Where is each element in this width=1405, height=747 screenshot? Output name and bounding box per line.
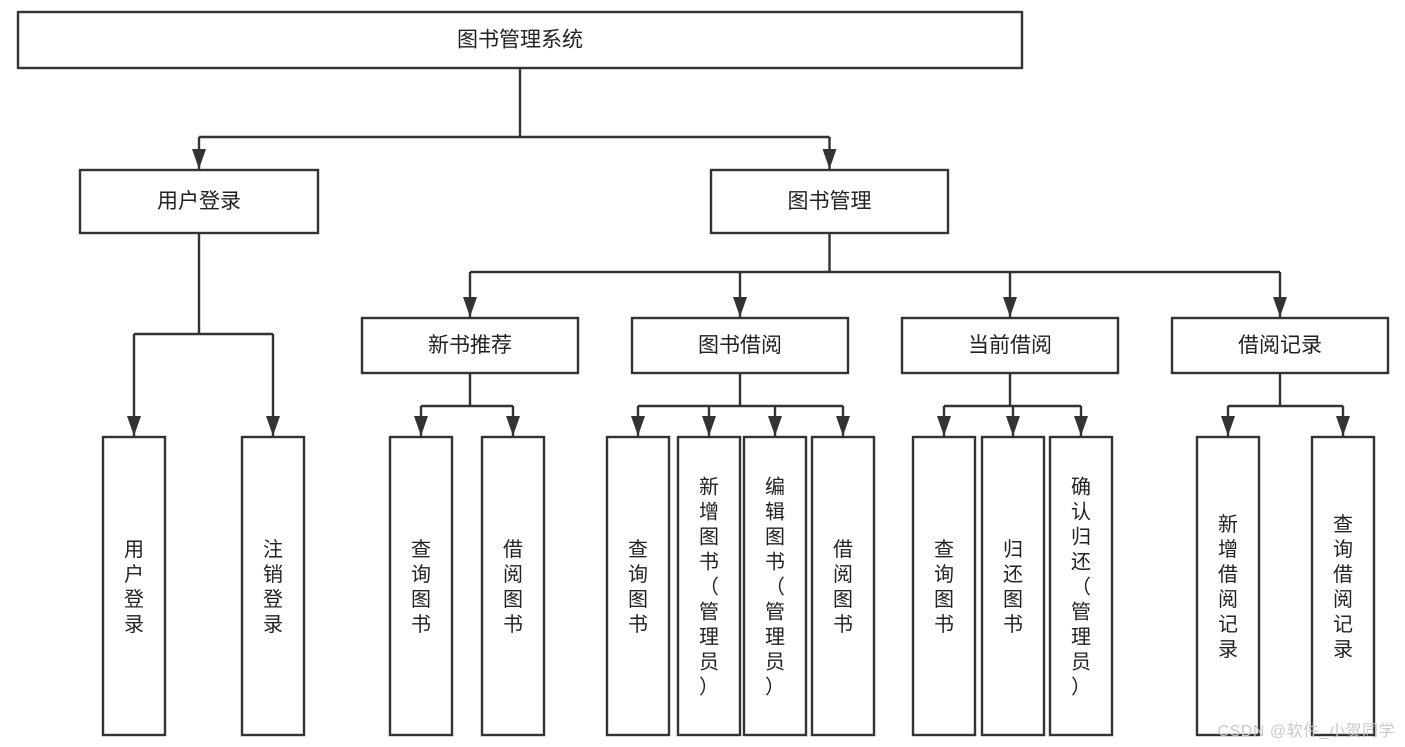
node-leaf-user-login[interactable]: 用户登录 — [101, 435, 167, 737]
node-box-new-book-recommend — [360, 316, 580, 375]
node-leaf-edit-book[interactable]: 编辑图书（管理员） — [742, 435, 808, 737]
node-box-current-borrow — [900, 316, 1120, 375]
node-label-leaf-user-login: 用户登录 — [124, 539, 144, 636]
node-current-borrow[interactable]: 当前借阅 — [900, 316, 1120, 375]
node-box-leaf-return-book — [980, 435, 1046, 737]
arrow-head-icon-leaf-user-logout — [266, 416, 280, 436]
node-label-leaf-confirm-return: 确认归还（管理员） — [1071, 476, 1091, 699]
node-label-leaf-query-book-3: 查询图书 — [934, 538, 954, 636]
node-layer: 图书管理系统用户登录用户登录注销登录图书管理新书推荐查询图书借阅图书图书借阅查询… — [16, 10, 1390, 737]
node-root[interactable]: 图书管理系统 — [16, 10, 1024, 70]
node-label-leaf-user-logout: 注销登录 — [263, 538, 283, 636]
node-book-borrow[interactable]: 图书借阅 — [630, 316, 850, 375]
arrow-head-icon-leaf-query-book-1 — [414, 416, 428, 436]
node-box-leaf-query-book-3 — [911, 435, 977, 737]
node-label-leaf-edit-book: 编辑图书（管理员） — [765, 476, 785, 699]
node-box-borrow-record — [1170, 316, 1390, 375]
node-leaf-query-book-3[interactable]: 查询图书 — [911, 435, 977, 737]
node-label-leaf-add-record: 新增借阅记录 — [1218, 513, 1238, 661]
node-leaf-query-book-1[interactable]: 查询图书 — [388, 435, 454, 737]
node-leaf-query-record[interactable]: 查询借阅记录 — [1310, 435, 1376, 737]
node-leaf-return-book[interactable]: 归还图书 — [980, 435, 1046, 737]
arrow-head-icon-leaf-return-book — [1006, 416, 1020, 436]
node-box-leaf-confirm-return — [1048, 435, 1114, 737]
arrow-head-icon-leaf-confirm-return — [1074, 416, 1088, 436]
node-label-leaf-return-book: 归还图书 — [1003, 538, 1023, 636]
arrow-head-icon-leaf-edit-book — [768, 416, 782, 436]
node-label-book-borrow: 图书借阅 — [698, 334, 782, 357]
arrow-head-icon-book-manage — [822, 149, 837, 169]
node-leaf-add-record[interactable]: 新增借阅记录 — [1195, 435, 1261, 737]
arrow-head-icon-user-login — [192, 149, 206, 169]
node-label-leaf-query-book-1: 查询图书 — [411, 538, 431, 636]
node-box-leaf-borrow-book-2 — [810, 435, 876, 737]
node-box-book-borrow — [630, 316, 850, 375]
connector-layer — [127, 68, 1350, 436]
node-label-leaf-query-book-2: 查询图书 — [628, 538, 648, 636]
node-book-manage[interactable]: 图书管理 — [709, 168, 950, 235]
node-leaf-borrow-book-1[interactable]: 借阅图书 — [480, 435, 546, 737]
node-label-borrow-record: 借阅记录 — [1238, 334, 1322, 357]
arrow-head-icon-leaf-query-book-3 — [937, 416, 951, 436]
csdn-watermark: CSDN @软件_小贺同学 — [1217, 723, 1395, 740]
node-box-leaf-user-logout — [240, 435, 306, 737]
arrow-head-icon-leaf-borrow-book-1 — [506, 416, 520, 436]
node-box-user-login — [78, 168, 320, 235]
node-user-login[interactable]: 用户登录 — [78, 168, 320, 235]
arrow-head-icon-borrow-record — [1273, 297, 1287, 317]
node-leaf-add-book[interactable]: 新增图书（管理员） — [676, 435, 742, 737]
node-box-leaf-query-record — [1310, 435, 1376, 737]
node-leaf-confirm-return[interactable]: 确认归还（管理员） — [1048, 435, 1114, 737]
node-box-leaf-add-book — [676, 435, 742, 737]
node-leaf-query-book-2[interactable]: 查询图书 — [605, 435, 671, 737]
node-box-leaf-query-book-1 — [388, 435, 454, 737]
arrow-head-icon-leaf-borrow-book-2 — [836, 416, 850, 436]
arrow-head-icon-leaf-user-login — [127, 416, 141, 436]
node-box-leaf-user-login — [101, 435, 167, 737]
node-label-leaf-add-book: 新增图书（管理员） — [699, 476, 719, 699]
arrow-head-icon-book-borrow — [733, 297, 747, 317]
node-label-book-manage: 图书管理 — [788, 190, 872, 213]
node-label-root: 图书管理系统 — [457, 29, 583, 52]
node-box-book-manage — [709, 168, 950, 235]
node-box-leaf-borrow-book-1 — [480, 435, 546, 737]
node-leaf-borrow-book-2[interactable]: 借阅图书 — [810, 435, 876, 737]
arrow-head-icon-leaf-add-book — [702, 416, 716, 436]
node-label-leaf-borrow-book-1: 借阅图书 — [503, 538, 523, 636]
node-label-user-login: 用户登录 — [157, 190, 241, 213]
arrow-head-icon-new-book-recommend — [463, 297, 477, 317]
node-box-leaf-edit-book — [742, 435, 808, 737]
arrow-head-icon-leaf-query-book-2 — [631, 416, 645, 436]
node-borrow-record[interactable]: 借阅记录 — [1170, 316, 1390, 375]
arrow-head-icon-leaf-query-record — [1336, 416, 1350, 436]
node-label-leaf-borrow-book-2: 借阅图书 — [833, 538, 853, 636]
arrow-head-icon-current-borrow — [1003, 297, 1017, 317]
arrow-head-icon-leaf-add-record — [1221, 416, 1235, 436]
node-box-leaf-query-book-2 — [605, 435, 671, 737]
node-new-book-recommend[interactable]: 新书推荐 — [360, 316, 580, 375]
node-label-current-borrow: 当前借阅 — [968, 334, 1052, 357]
node-box-leaf-add-record — [1195, 435, 1261, 737]
node-label-new-book-recommend: 新书推荐 — [428, 334, 512, 357]
node-box-root — [16, 10, 1024, 70]
node-leaf-user-logout[interactable]: 注销登录 — [240, 435, 306, 737]
node-label-leaf-query-record: 查询借阅记录 — [1333, 513, 1353, 661]
